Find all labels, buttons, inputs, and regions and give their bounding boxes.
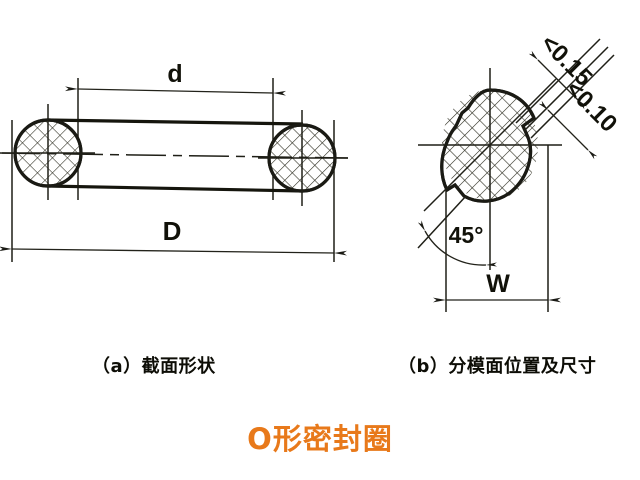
- extension-lines-W: [445, 145, 549, 312]
- panel-b-parting-line: <0.15 <0.10 45° W: [417, 30, 622, 312]
- dimension-D: D: [0, 216, 348, 256]
- dimension-label-45: 45°: [449, 222, 484, 248]
- o-ring-body-outline: [46, 118, 304, 193]
- cord-section-oval: [440, 88, 538, 203]
- panel-a-cross-section: d D: [0, 60, 349, 262]
- dimension-W: W: [433, 270, 561, 303]
- panel-b-caption: （b）分模面位置及尺寸: [398, 356, 597, 377]
- extension-lines-d: [77, 78, 274, 200]
- dimension-label-W: W: [486, 270, 510, 298]
- extension-lines-D: [11, 120, 335, 262]
- dimension-d: d: [64, 60, 287, 96]
- dimension-label-D: D: [163, 216, 182, 246]
- dimension-label-tol-015: <0.15: [535, 30, 597, 92]
- right-section-circle: [267, 123, 337, 193]
- centerline-axis: [0, 152, 349, 159]
- panel-a-caption: （a）截面形状: [92, 356, 216, 377]
- dimension-label-d: d: [167, 60, 182, 88]
- dimension-label-tol-010: <0.10: [560, 76, 622, 138]
- angle-45-indicator: 45°: [417, 220, 498, 267]
- dimension-tolerance-010: <0.10: [538, 76, 622, 160]
- figure-title: O形密封圈: [247, 422, 393, 456]
- cord-center-marks: [418, 68, 562, 215]
